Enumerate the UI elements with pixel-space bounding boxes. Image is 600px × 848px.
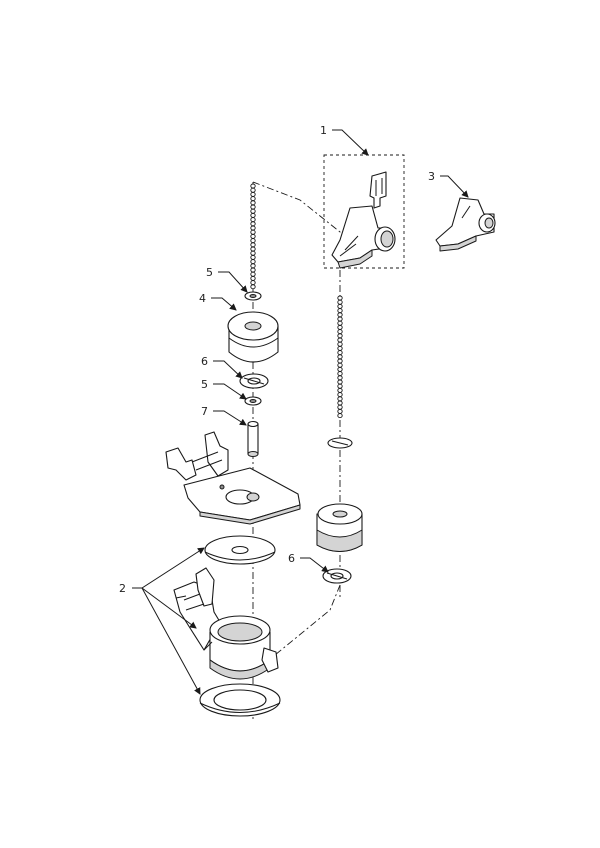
chain-bead [337, 312, 343, 318]
callout-7: 7 [201, 405, 208, 418]
chain-bead [337, 320, 343, 326]
chain-bead [250, 263, 256, 269]
chain-bead [337, 383, 343, 389]
callout-6-lower: 6 [288, 552, 295, 565]
chain-bead [337, 299, 343, 305]
float-right [316, 503, 363, 553]
bead-chain-right [337, 295, 343, 419]
callout-5-lower: 5 [201, 378, 208, 391]
chain-bead [250, 200, 256, 206]
chain-bead [250, 246, 256, 252]
chain-bead [337, 379, 343, 385]
chain-bead [337, 350, 343, 356]
mounting-plate [165, 431, 301, 525]
part-7-spacer-tube [247, 420, 259, 457]
chain-bead [337, 345, 343, 351]
chain-bead [250, 196, 256, 202]
chain-bead [337, 333, 343, 339]
chain-bead [337, 375, 343, 381]
callout-1: 1 [320, 124, 327, 137]
chain-bead [250, 280, 256, 286]
callout-6-upper: 6 [201, 355, 208, 368]
chain-bead [250, 191, 256, 197]
part-5-lower-clip [244, 396, 262, 406]
chain-bead [337, 324, 343, 330]
chain-bead [337, 387, 343, 393]
chain-bead [337, 362, 343, 368]
chain-bead [250, 217, 256, 223]
part-5-upper-clip [244, 291, 262, 301]
chain-bead [250, 242, 256, 248]
bead-chain-left [250, 183, 256, 290]
callout-leaders [132, 129, 469, 695]
chain-bead [337, 408, 343, 414]
chain-bead [250, 208, 256, 214]
chain-bead [337, 341, 343, 347]
part-3-float-bracket [435, 197, 496, 252]
chain-bead [337, 354, 343, 360]
chain-bead [337, 358, 343, 364]
chain-bead [250, 259, 256, 265]
callout-5-upper: 5 [206, 266, 213, 279]
chain-bead [250, 204, 256, 210]
chain-bead [337, 366, 343, 372]
chain-bead [337, 371, 343, 377]
chain-bead [250, 238, 256, 244]
chain-bead [337, 400, 343, 406]
part-6-clip-right-top [327, 437, 353, 449]
chain-bead [337, 316, 343, 322]
chain-bead [250, 254, 256, 260]
chain-bead [250, 183, 256, 189]
chain-bead [337, 392, 343, 398]
part-6-clip-upper [239, 373, 269, 389]
chain-bead [337, 413, 343, 419]
part-2-valve-body [173, 567, 279, 680]
callout-3: 3 [428, 170, 435, 183]
chain-bead [337, 295, 343, 301]
chain-bead [250, 221, 256, 227]
part-2-seal-washer-upper [204, 535, 276, 565]
part-1-float-arm-assembly [331, 171, 396, 269]
chain-bead [250, 229, 256, 235]
chain-bead [337, 308, 343, 314]
chain-bead [250, 271, 256, 277]
chain-bead [337, 404, 343, 410]
part-6-clip-right [322, 568, 352, 584]
chain-bead [337, 396, 343, 402]
chain-bead [337, 303, 343, 309]
chain-bead [250, 233, 256, 239]
callout-4: 4 [199, 292, 206, 305]
chain-bead [250, 275, 256, 281]
chain-bead [250, 267, 256, 273]
part-4-float [227, 311, 279, 363]
chain-bead [250, 284, 256, 290]
chain-bead [337, 337, 343, 343]
callout-2: 2 [119, 582, 126, 595]
part-2-seal-ring-lower [199, 683, 281, 717]
chain-bead [250, 212, 256, 218]
chain-bead [337, 329, 343, 335]
chain-bead [250, 225, 256, 231]
chain-bead [250, 187, 256, 193]
chain-bead [250, 250, 256, 256]
